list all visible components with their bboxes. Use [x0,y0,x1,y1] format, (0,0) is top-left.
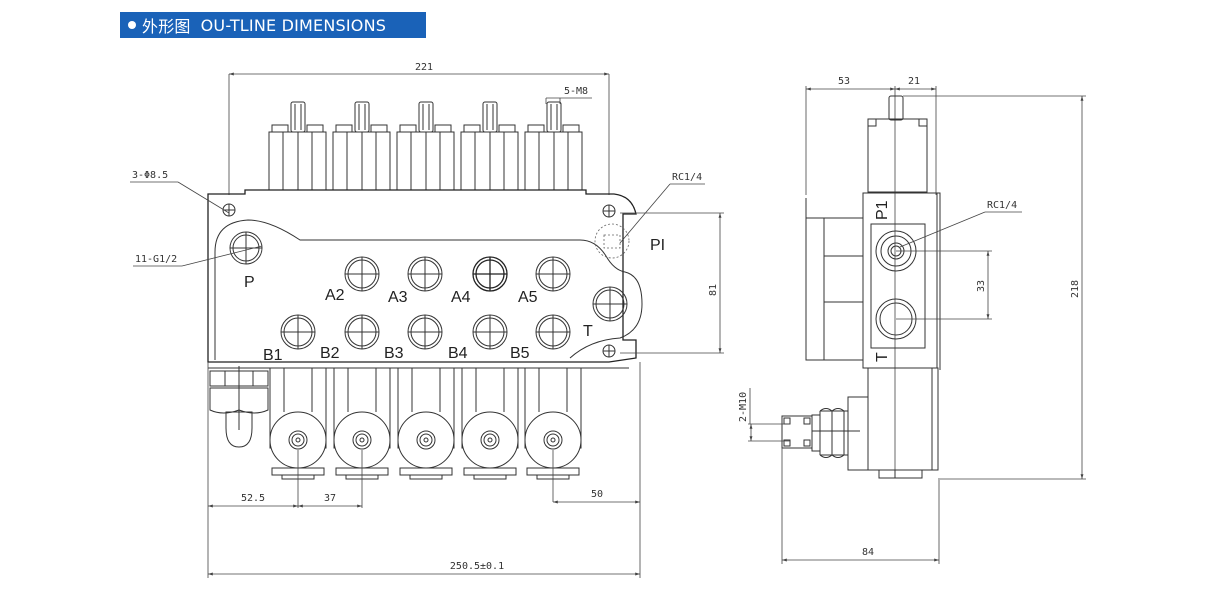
relief-valve-nut [209,366,269,448]
dim-text-5-m8: 5-M8 [564,86,588,97]
port-labels: P A2 A3 A4 A5 B1 B2 B3 B4 B5 T PI [244,237,665,364]
dim-text-53: 53 [838,76,850,87]
dim-text-218: 218 [1070,280,1081,298]
dim-221: 221 [228,62,610,195]
spool-cap-1 [268,101,327,191]
spool-caps-top [268,101,583,191]
label-pi: PI [650,237,665,254]
port-t [592,286,628,322]
port-b5 [535,314,571,350]
section-title-cn: 外形图 [142,17,191,36]
label-b5: B5 [510,345,530,362]
dim-text-33: 33 [976,280,987,292]
dim-text-rc14-side: RC1/4 [987,200,1017,211]
label-b3: B3 [384,345,404,362]
label-a2: A2 [325,287,345,304]
side-dim-top: 53 21 [805,76,937,470]
dim-text-2-m10: 2-M10 [738,392,749,422]
side-label-t: T [874,352,891,362]
front-view: 221 5-M8 [130,62,724,578]
spool-cap-2 [332,101,391,191]
side-lower-cap [781,367,939,479]
dim-text-221: 221 [415,62,433,73]
spool-cap-3 [396,101,455,191]
dim-text-3-holes: 3-Φ8.5 [132,170,168,181]
dim-text-52-5: 52.5 [241,493,265,504]
port-a5 [535,256,571,292]
side-dim-84: 84 [781,448,940,564]
port-b4 [472,314,508,350]
side-spool-cap [867,95,928,193]
label-b2: B2 [320,345,340,362]
label-a3: A3 [388,289,408,306]
dim-text-250-5: 250.5±0.1 [450,561,504,572]
label-b1: B1 [263,347,283,364]
spool-end-2 [333,367,391,480]
port-b3 [407,314,443,350]
dim-text-50: 50 [591,489,603,500]
bullet-icon [128,21,136,29]
mount-holes [222,203,616,358]
leaders: 3-Φ8.5 11-G1/2 RC1/4 [130,170,705,267]
spool-end-4 [461,367,519,480]
side-body: P1 T [805,192,941,370]
side-dim-2-m10: 2-M10 [738,388,790,442]
port-b1 [280,314,316,350]
port-pi-hidden [594,223,630,259]
side-label-p1: P1 [874,200,891,220]
side-dim-218: 218 [903,95,1086,480]
dim-text-81: 81 [708,284,719,296]
dim-text-37: 37 [324,493,336,504]
spool-cap-4 [460,101,519,191]
label-a5: A5 [518,289,538,306]
label-p: P [244,274,255,291]
dim-81: 81 [620,212,724,354]
side-view: 53 21 P1 [738,76,1086,564]
spool-end-3 [397,367,455,480]
spool-ends-bottom [269,367,582,480]
port-p [229,231,263,265]
bottom-dims: 52.5 37 50 250.5±0.1 [207,362,641,578]
port-a3 [407,256,443,292]
port-a2 [344,256,380,292]
section-title-en: OU-TLINE DIMENSIONS [200,15,387,35]
port-b2 [344,314,380,350]
side-dims-right: RC1/4 33 [896,200,1022,320]
dim-text-84: 84 [862,547,874,558]
spool-cap-5 [524,101,583,191]
section-title-bar: 外形图 OU-TLINE DIMENSIONS [120,12,426,38]
dim-text-rc14-front: RC1/4 [672,172,702,183]
label-t: T [583,323,593,340]
port-a4 [472,256,508,292]
label-b4: B4 [448,345,468,362]
dim-text-11-g12: 11-G1/2 [135,254,177,265]
dim-text-21: 21 [908,76,920,87]
label-a4: A4 [451,289,471,306]
dim-5-m8: 5-M8 [545,86,592,104]
ports [229,223,630,350]
